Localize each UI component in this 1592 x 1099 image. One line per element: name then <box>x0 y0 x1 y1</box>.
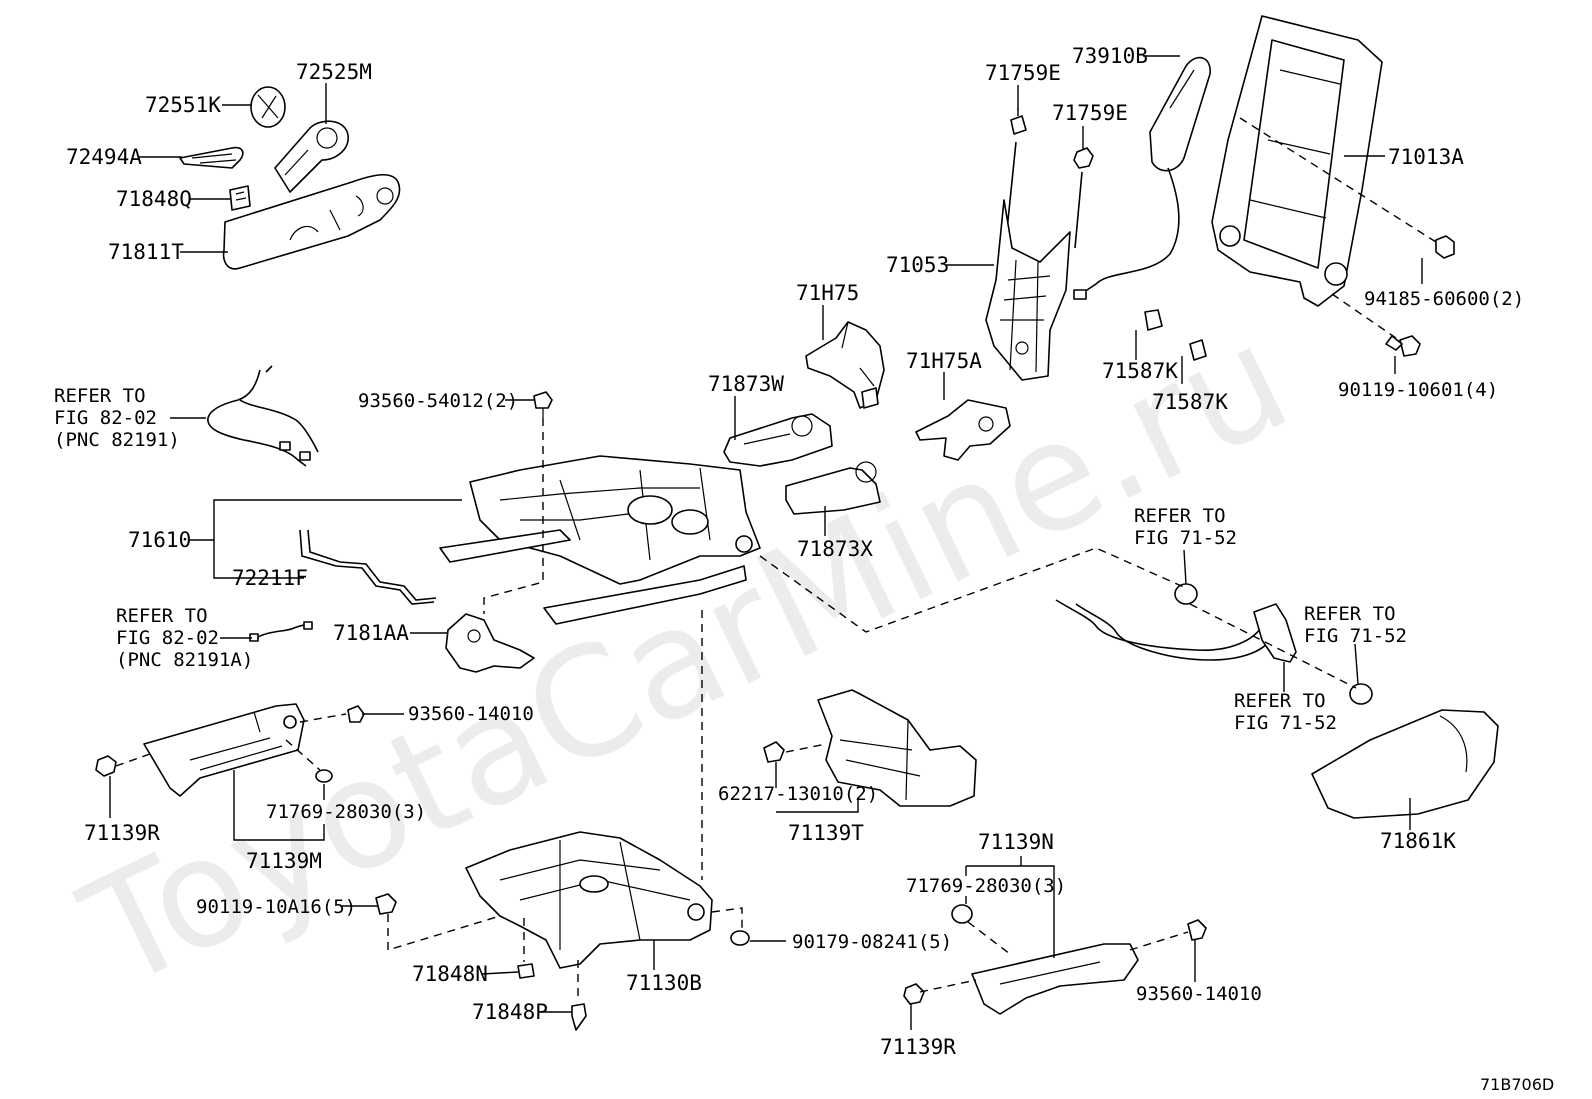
bolt-93560-54012-drawing <box>533 391 553 418</box>
label-71759E-lower: 71759E <box>1052 101 1128 125</box>
clip-71587K-b-drawing <box>1189 339 1207 361</box>
label-93560-54012: 93560-54012(2) <box>358 390 518 412</box>
label-71873X: 71873X <box>797 537 873 561</box>
wire-72211F-drawing <box>299 529 437 605</box>
bolt-93560-14010-b-drawing <box>1187 919 1207 941</box>
harness-82191A-drawing <box>249 621 313 642</box>
label-71587K-b: 71587K <box>1152 390 1228 414</box>
label-refer-82-a-line2: FIG 82-02 <box>54 407 157 429</box>
clip-71848Q-drawing <box>229 185 251 211</box>
label-90179-08241: 90179-08241(5) <box>792 931 952 953</box>
label-71139T: 71139T <box>788 821 864 845</box>
label-refer-71-c-line2: FIG 71-52 <box>1234 712 1337 734</box>
leader-lines <box>109 55 1423 1030</box>
pad-71861K-drawing <box>1311 709 1499 819</box>
label-refer-71-b-line1: REFER TO <box>1304 603 1396 625</box>
label-72551K: 72551K <box>145 93 221 117</box>
label-71139R-a: 71139R <box>84 821 160 845</box>
frame-71130B-drawing <box>465 831 713 969</box>
label-71H75A: 71H75A <box>906 349 982 373</box>
bolt-93560-14010-a-drawing <box>347 705 365 723</box>
label-72211F: 72211F <box>232 566 308 590</box>
label-71053: 71053 <box>886 253 949 277</box>
label-71139N: 71139N <box>978 830 1054 854</box>
label-73910B: 73910B <box>1072 44 1148 68</box>
clip-71587K-a-drawing <box>1144 309 1163 331</box>
diagram-code: 71B706D <box>1480 1075 1554 1094</box>
harness-82191-drawing <box>207 365 319 467</box>
label-90119-10A16: 90119-10A16(5) <box>196 896 356 918</box>
label-71139M: 71139M <box>246 849 322 873</box>
pin-71848P-drawing <box>571 1003 587 1031</box>
label-71H75: 71H75 <box>796 281 859 305</box>
label-71861K: 71861K <box>1380 829 1456 853</box>
label-93560-14010-b: 93560-14010 <box>1136 983 1262 1005</box>
clip-71759E-upper-drawing <box>1010 108 1027 135</box>
cover-71139M-drawing <box>143 703 305 797</box>
label-71769-28030-b: 71769-28030(3) <box>906 875 1066 897</box>
pad-73910B-drawing <box>1073 56 1211 300</box>
bracket-71H75A-drawing <box>915 399 1011 461</box>
panel-71053-drawing <box>985 141 1083 381</box>
nut-90179-drawing <box>730 930 750 946</box>
label-refer-71-c-line1: REFER TO <box>1234 690 1326 712</box>
clip-62217-drawing <box>763 741 785 763</box>
label-71759E-upper: 71759E <box>985 61 1061 85</box>
cover-71139N-drawing <box>971 943 1139 1015</box>
label-71587K-a: 71587K <box>1102 359 1178 383</box>
label-93560-14010-a: 93560-14010 <box>408 703 534 725</box>
bolt-90119-10A16-drawing <box>375 893 397 915</box>
clip-71769-a-drawing <box>315 769 333 783</box>
label-refer-71-a-line1: REFER TO <box>1134 505 1226 527</box>
dashed-assembly-lines <box>115 117 1437 1002</box>
knob-72551K-drawing <box>250 86 286 128</box>
clip-71769-b-drawing <box>951 904 973 924</box>
harness-71-52-drawing <box>1055 583 1373 705</box>
label-refer-82-a-line3: (PNC 82191) <box>54 429 180 451</box>
bolt-71139R-a-drawing <box>95 755 117 777</box>
label-71811T: 71811T <box>108 240 184 264</box>
label-refer-71-a-line2: FIG 71-52 <box>1134 527 1237 549</box>
bracket-71873X-drawing <box>785 461 881 515</box>
nut-71759E-lower-drawing <box>1073 147 1094 169</box>
handle-72494A-drawing <box>179 146 244 169</box>
label-71848P: 71848P <box>472 1000 548 1024</box>
label-71013A: 71013A <box>1388 145 1464 169</box>
bolt-71139R-b-drawing <box>903 983 925 1005</box>
label-71848N: 71848N <box>412 962 488 986</box>
label-refer-82-a-line1: REFER TO <box>54 385 146 407</box>
label-62217-13010: 62217-13010(2) <box>718 783 878 805</box>
bolt-90119-10601-drawing <box>1385 335 1421 357</box>
cover-71139T-drawing <box>817 689 977 807</box>
bracket-7181AA-drawing <box>445 613 535 673</box>
part-labels: 72551K 72525M 72494A 71848Q 71811T 71759… <box>54 44 1554 1094</box>
label-71130B: 71130B <box>626 971 702 995</box>
label-refer-82-b-line3: (PNC 82191A) <box>116 649 253 671</box>
bracket-71H75-drawing <box>805 321 885 409</box>
label-72525M: 72525M <box>296 60 372 84</box>
label-71848Q: 71848Q <box>116 187 192 211</box>
pin-71848N-drawing <box>517 963 535 979</box>
label-71610: 71610 <box>128 528 191 552</box>
label-94185-60600: 94185-60600(2) <box>1364 288 1524 310</box>
label-refer-82-b-line2: FIG 82-02 <box>116 627 219 649</box>
frame-71013A-drawing <box>1211 15 1383 307</box>
cover-71811T-drawing <box>222 174 401 270</box>
label-71769-28030-a: 71769-28030(3) <box>266 801 426 823</box>
label-72494A: 72494A <box>66 145 142 169</box>
nut-94185-drawing <box>1435 235 1455 259</box>
label-refer-71-b-line2: FIG 71-52 <box>1304 625 1407 647</box>
bracket-71873W-drawing <box>723 413 833 467</box>
label-71139R-b: 71139R <box>880 1035 956 1059</box>
label-refer-82-b-line1: REFER TO <box>116 605 208 627</box>
label-71873W: 71873W <box>708 372 784 396</box>
lever-72525M-drawing <box>274 120 349 193</box>
label-90119-10601: 90119-10601(4) <box>1338 379 1498 401</box>
label-7181AA: 7181AA <box>333 621 409 645</box>
